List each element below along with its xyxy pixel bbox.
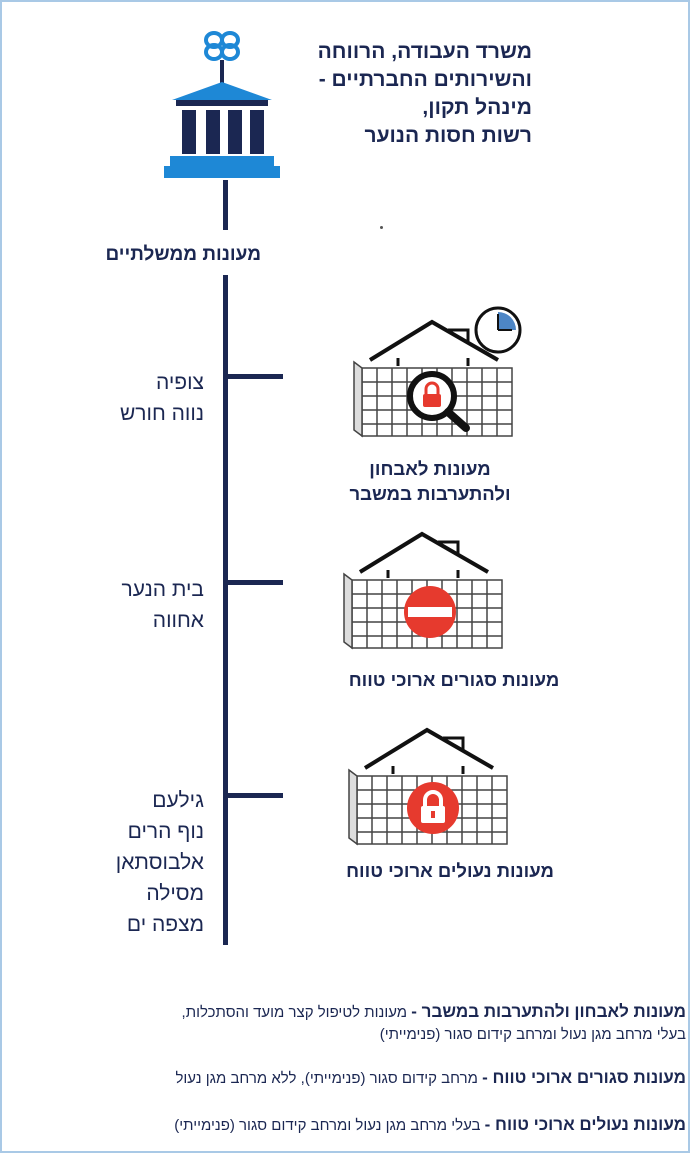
magnifier-icon [407,371,470,432]
ministry-title-line: והשירותים החברתיים - [318,68,532,91]
category-title-line: מעונות סגורים ארוכי טווח [348,669,560,690]
legend-entry: מעונות סגורים ארוכי טווח - מרחב קידום סג… [0,1067,686,1090]
ministry-title-line: משרד העבודה, הרווחה [317,40,532,63]
legend-line: מעונות לאבחון ולהתערבות במשבר - מעונות ל… [0,1001,686,1024]
ministry-title: משרד העבודה, הרווחה והשירותים החברתיים -… [272,38,532,150]
location-item: מסילה [146,882,204,905]
government-building-icon [164,31,280,178]
ministry-logo-icon [204,31,240,61]
tree-branch [223,374,283,379]
ministry-title-line: מינהל תקון, [422,96,532,119]
tree-branch [223,793,283,798]
location-item: נוף הרים [127,820,204,843]
legend-line: מעונות סגורים ארוכי טווח - מרחב קידום סג… [0,1067,686,1090]
category-title-line: ולהתערבות במשבר [349,483,511,504]
ministry-title-line: רשות חסות הנוער [364,124,532,147]
location-item: אחווה [152,609,204,632]
tree-branch [223,580,283,585]
locations-list: צופיה נווה חורש [120,367,204,429]
legend-term: מעונות סגורים ארוכי טווח - [482,1068,686,1087]
tree-trunk [223,275,228,945]
locked-house-padlock-icon [348,727,508,846]
category-title-line: מעונות נעולים ארוכי טווח [346,860,554,881]
locations-list: גילעם נוף הרים אלבוסתאן מסילה מצפה ים [116,785,204,940]
legend-entry: מעונות לאבחון ולהתערבות במשבר - מעונות ל… [0,1001,686,1046]
legend-desc: מרחב קידום סגור (פנימייתי), ללא מרחב מגן… [175,1070,478,1087]
locations-list: בית הנער אחווה [122,574,204,636]
legend-line: מעונות נעולים ארוכי טווח - בעלי מרחב מגן… [0,1114,686,1137]
closed-house-no-entry-icon [343,531,503,650]
legend-entry: מעונות נעולים ארוכי טווח - בעלי מרחב מגן… [0,1114,686,1137]
padlock-icon [407,782,459,834]
location-item: נווה חורש [119,402,204,425]
legend-term: מעונות נעולים ארוכי טווח - [484,1115,686,1134]
location-item: בית הנער [121,578,204,601]
root-label: מעונות ממשלתיים [105,244,261,265]
legend-desc: בעלי מרחב מגן נעול ומרחב קידום סגור (פני… [174,1117,481,1134]
location-item: גילעם [152,789,204,812]
stray-dot [380,226,383,229]
connector-top [223,180,228,230]
legend-term: מעונות לאבחון ולהתערבות במשבר - [411,1002,686,1021]
legend-desc: מעונות לטיפול קצר מועד והסתכלות, [181,1004,408,1021]
location-item: צופיה [155,371,204,394]
category-title: מעונות סגורים ארוכי טווח [304,667,604,692]
category-title-line: מעונות לאבחון [369,458,491,479]
category-title: מעונות נעולים ארוכי טווח [300,858,600,883]
clock-icon [474,306,522,354]
locked-house-magnifier-clock-icon [353,306,522,438]
category-title: מעונות לאבחון ולהתערבות במשבר [325,456,535,506]
no-entry-icon [404,586,456,638]
location-item: אלבוסתאן [115,851,204,874]
location-item: מצפה ים [126,913,204,936]
legend-line: בעלי מרחב מגן נעול ומרחב קידום סגור (פני… [379,1026,686,1043]
